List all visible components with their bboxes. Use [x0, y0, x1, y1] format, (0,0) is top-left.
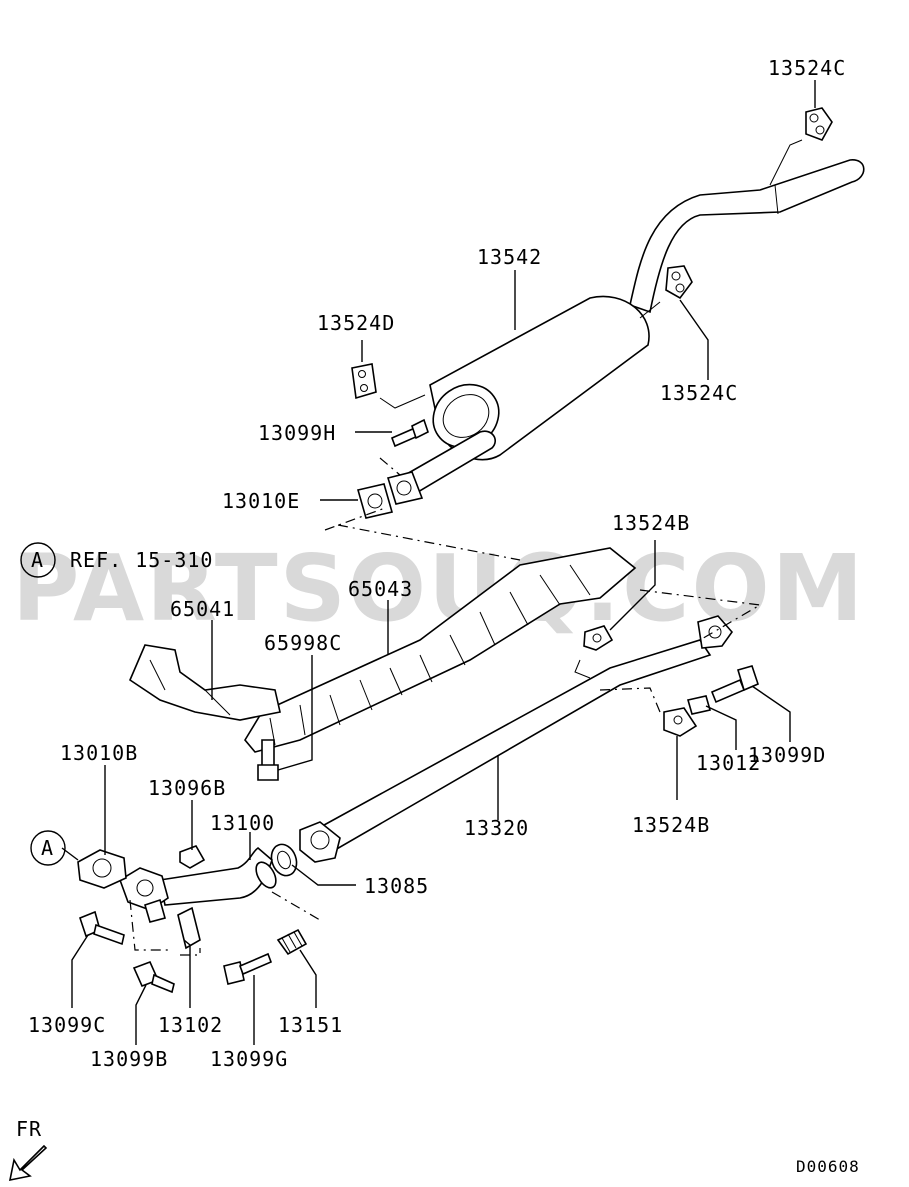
label-13099D[interactable]: 13099D	[748, 743, 826, 767]
bolt-13099C[interactable]	[79, 910, 125, 946]
hanger-rubber-13524C-mid[interactable]	[665, 265, 693, 300]
label-65041[interactable]: 65041	[170, 597, 235, 621]
hanger-rubber-13524D[interactable]	[351, 363, 377, 400]
callout-a: A	[30, 830, 66, 866]
bolt-13099H[interactable]	[390, 418, 429, 448]
spacer-13012[interactable]	[686, 695, 712, 715]
label-13151[interactable]: 13151	[278, 1013, 343, 1037]
label-13099H[interactable]: 13099H	[258, 421, 336, 445]
heat-protector-65041[interactable]	[129, 644, 281, 721]
label-13524D[interactable]: 13524D	[317, 311, 395, 335]
reference-circle	[20, 542, 56, 578]
leader-lines	[61, 80, 816, 1045]
label-65043[interactable]: 65043	[348, 577, 413, 601]
label-13099B[interactable]: 13099B	[90, 1047, 168, 1071]
label-13524B-top[interactable]: 13524B	[612, 511, 690, 535]
main-muffler[interactable]	[379, 139, 865, 494]
diagram-code: D00608	[796, 1157, 860, 1176]
label-13099G[interactable]: 13099G	[210, 1047, 288, 1071]
hanger-rubber-13524B-top[interactable]	[583, 625, 614, 651]
reference-text[interactable]: REF. 15-310	[70, 548, 213, 572]
reference-note: A REF. 15-310	[20, 542, 213, 578]
bolt-13099B[interactable]	[132, 960, 175, 994]
label-13524B-bottom[interactable]: 13524B	[632, 813, 710, 837]
center-pipe-13320[interactable]	[299, 615, 734, 863]
direction-label: FR	[16, 1117, 42, 1141]
label-13542[interactable]: 13542	[477, 245, 542, 269]
callout-circle-letter: A	[41, 836, 54, 860]
label-13099C[interactable]: 13099C	[28, 1013, 106, 1037]
label-13102[interactable]: 13102	[158, 1013, 223, 1037]
gasket-13010B[interactable]	[77, 849, 127, 889]
bolt-65998C[interactable]	[257, 739, 279, 781]
arrow-down-left-icon	[8, 1144, 48, 1182]
label-13524C-top[interactable]: 13524C	[768, 56, 846, 80]
heat-protector-65043[interactable]	[244, 547, 637, 753]
spring-13151[interactable]	[276, 928, 308, 956]
bolt-13099D[interactable]	[710, 665, 759, 704]
label-13085[interactable]: 13085	[364, 874, 429, 898]
hanger-rubber-13524B-bottom[interactable]	[663, 707, 698, 737]
reference-circle-letter: A	[31, 548, 44, 572]
callout-circle	[30, 830, 66, 866]
front-direction-indicator: FR	[8, 1117, 48, 1182]
bracket-13102[interactable]	[144, 898, 201, 950]
front-pipe-13100[interactable]	[119, 846, 280, 911]
label-13012[interactable]: 13012	[696, 751, 761, 775]
gasket-13085[interactable]	[267, 841, 300, 879]
label-13524C-mid[interactable]: 13524C	[660, 381, 738, 405]
label-13096B[interactable]: 13096B	[148, 776, 226, 800]
part-labels: 13524C 13542 13524D 13524C 13099H 13010E…	[28, 56, 846, 1071]
gasket-13010E[interactable]	[356, 471, 424, 519]
hanger-rubber-13524C-top[interactable]	[805, 107, 833, 141]
label-13100[interactable]: 13100	[210, 811, 275, 835]
label-13320[interactable]: 13320	[464, 816, 529, 840]
label-13010B[interactable]: 13010B	[60, 741, 138, 765]
bolt-13099G[interactable]	[223, 952, 273, 985]
label-65998C[interactable]: 65998C	[264, 631, 342, 655]
nut-13096B[interactable]	[179, 845, 206, 869]
label-13010E[interactable]: 13010E	[222, 489, 300, 513]
